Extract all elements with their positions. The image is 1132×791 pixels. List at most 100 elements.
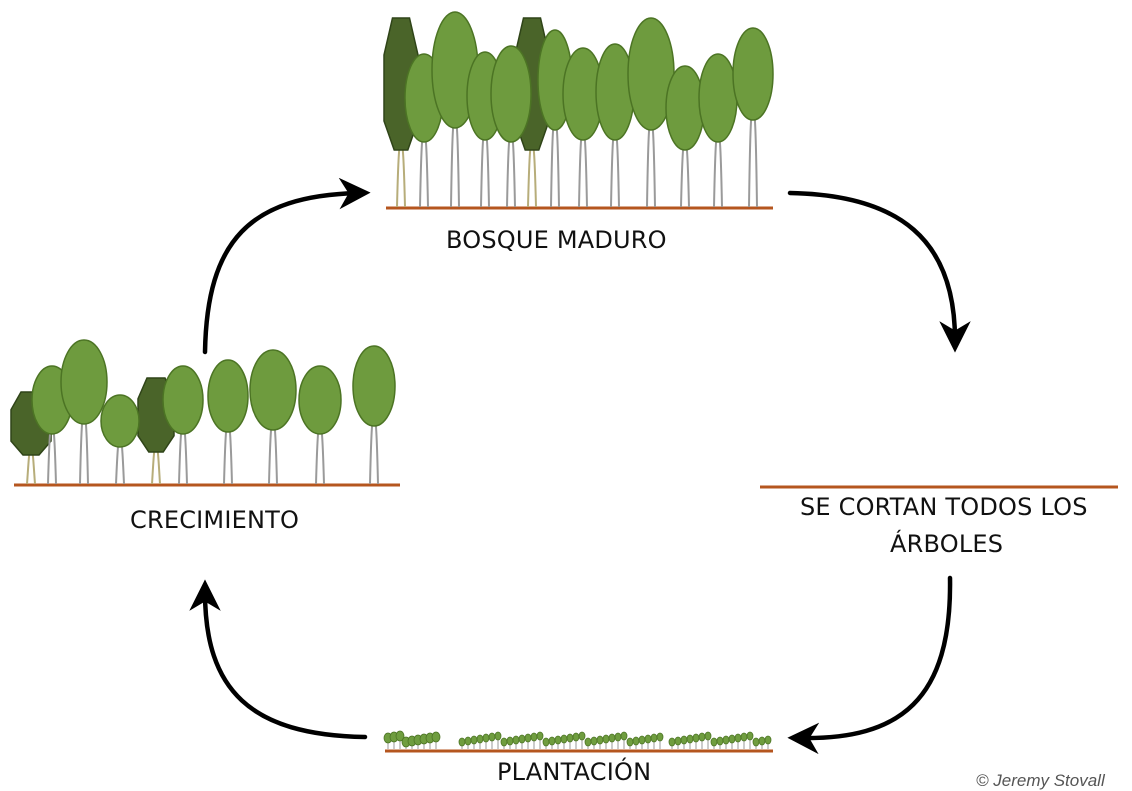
seedling: [722, 735, 730, 745]
tree-trunk: [26, 450, 36, 485]
seedling: [614, 732, 622, 742]
seedling: [668, 737, 676, 747]
tree-trunk: [79, 417, 89, 485]
seedling: [506, 736, 514, 746]
seedling: [476, 734, 484, 744]
seedling: [518, 734, 526, 744]
growth-stage-trees: [10, 339, 396, 485]
seedling: [512, 735, 520, 745]
seedling: [560, 734, 568, 744]
tree-trunk: [419, 135, 429, 208]
seedling: [470, 735, 478, 745]
broadleaf-tree: [627, 17, 675, 208]
seedling: [740, 732, 748, 742]
seedling: [716, 736, 724, 746]
arrow-cut-to-plantation: [787, 575, 953, 755]
seedling: [650, 733, 658, 743]
seedling: [530, 732, 538, 742]
seedling: [602, 734, 610, 744]
seedling: [578, 731, 586, 741]
seedling: [758, 736, 766, 746]
mature-forest-trees: [383, 11, 774, 208]
seedling: [572, 732, 580, 742]
seedling: [500, 737, 508, 747]
tree-crown: [60, 339, 108, 425]
seedling: [482, 733, 490, 743]
tree-crown: [249, 349, 297, 431]
seedling: [464, 736, 472, 746]
broadleaf-tree: [562, 47, 604, 208]
seedling: [764, 735, 772, 745]
tree-crown: [698, 53, 738, 143]
seedling: [746, 731, 754, 741]
broadleaf-tree: [162, 365, 204, 485]
seedling: [590, 736, 598, 746]
arrow-growth-to-mature: [202, 177, 371, 355]
tree-trunk: [748, 113, 758, 208]
broadleaf-tree: [207, 359, 249, 485]
seedling: [698, 732, 706, 742]
tree-trunk: [178, 427, 188, 485]
broadleaf-tree: [249, 349, 297, 485]
broadleaf-tree: [490, 45, 532, 208]
label-plantation: PLANTACIÓN: [497, 758, 652, 786]
tree-crown: [298, 365, 342, 435]
copyright-credit: © Jeremy Stovall: [976, 771, 1105, 790]
broadleaf-tree: [298, 365, 342, 485]
broadleaf-tree: [100, 394, 140, 485]
tree-trunk: [47, 427, 57, 485]
seedling: [395, 730, 405, 742]
seedling: [548, 736, 556, 746]
tree-trunk: [151, 447, 161, 485]
label-clearcut-line1: SE CORTAN TODOS LOS: [800, 493, 1088, 521]
seedling: [710, 737, 718, 747]
label-clearcut-line2: ÁRBOLES: [890, 530, 1004, 558]
tree-crown: [207, 359, 249, 433]
label-growth: CRECIMIENTO: [130, 506, 300, 534]
tree-trunk: [578, 133, 588, 208]
seedling: [632, 736, 640, 746]
seedling: [554, 735, 562, 745]
tree-trunk: [223, 425, 233, 485]
plantation-seedlings: [383, 730, 772, 749]
tree-trunk: [369, 419, 379, 485]
arrow-mature-to-cut: [787, 190, 971, 353]
tree-trunk: [610, 133, 620, 208]
seedling: [752, 737, 760, 747]
seedling: [524, 733, 532, 743]
seedling: [536, 731, 544, 741]
tree-trunk: [268, 423, 278, 485]
seedling: [734, 733, 742, 743]
tree-trunk: [480, 133, 490, 208]
seedling: [431, 731, 441, 743]
ground-lines: [14, 206, 1118, 753]
label-mature-forest: BOSQUE MADURO: [446, 226, 667, 254]
tree-crown: [162, 365, 204, 435]
tree-trunk: [550, 123, 560, 208]
seedling: [692, 733, 700, 743]
broadleaf-tree: [732, 27, 774, 208]
seedling: [608, 733, 616, 743]
tree-trunk: [680, 143, 690, 208]
seedling: [584, 737, 592, 747]
seedling: [638, 735, 646, 745]
seedling: [494, 731, 502, 741]
tree-crown: [665, 65, 705, 151]
tree-trunk: [646, 123, 656, 208]
tree-trunk: [506, 135, 516, 208]
tree-trunk: [713, 135, 723, 208]
broadleaf-tree: [665, 65, 705, 208]
seedling: [620, 731, 628, 741]
seedling: [704, 731, 712, 741]
cycle-arrows: [189, 177, 971, 755]
seedling: [644, 734, 652, 744]
seedling: [656, 732, 664, 742]
broadleaf-tree: [698, 53, 738, 208]
seedling: [458, 737, 466, 747]
seedling: [686, 734, 694, 744]
tree-trunk: [396, 145, 406, 208]
seedling: [626, 737, 634, 747]
tree-trunk: [315, 427, 325, 485]
tree-trunk: [527, 145, 537, 208]
seedling: [488, 732, 496, 742]
